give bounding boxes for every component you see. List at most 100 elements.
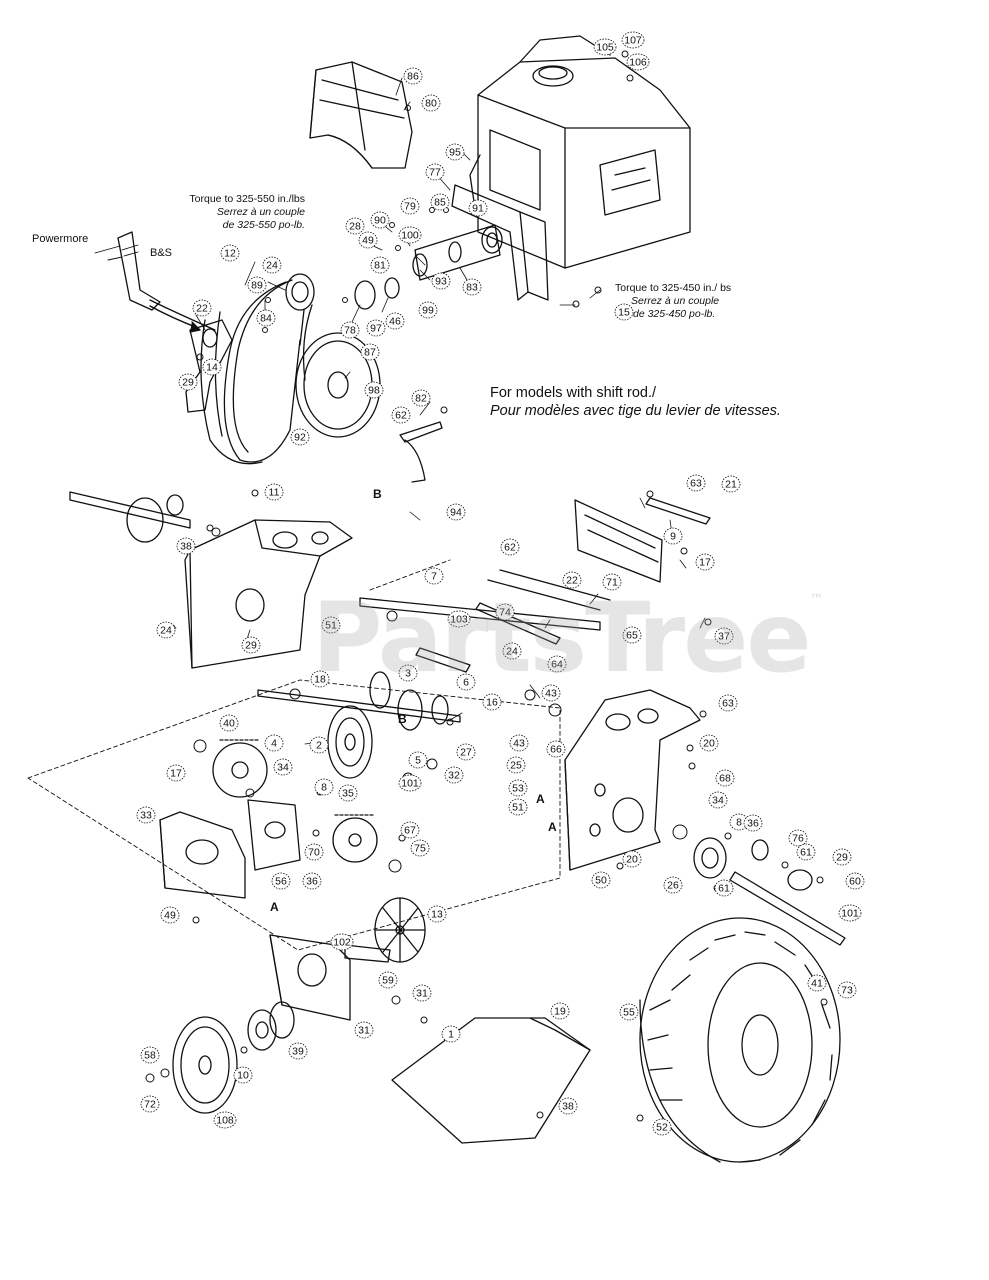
callout-95: 95 (445, 143, 465, 161)
callout-93: 93 (431, 272, 451, 290)
callout-75: 75 (410, 839, 430, 857)
callout-101b: 101 (838, 904, 862, 922)
callout-number: 43 (545, 688, 557, 700)
callout-24b: 24 (156, 621, 176, 639)
callout-number: 4 (271, 738, 277, 750)
callout-bubble (340, 321, 360, 339)
callout-number: 74 (499, 607, 511, 619)
callout-bubble (626, 53, 650, 71)
callout-bubble (360, 343, 380, 361)
callout-bubble (370, 256, 390, 274)
callout-number: 100 (401, 230, 419, 242)
callout-33: 33 (136, 806, 156, 824)
callout-bubble (718, 694, 738, 712)
callout-number: 81 (374, 260, 386, 272)
callout-99: 99 (418, 301, 438, 319)
callout-bubble (370, 211, 390, 229)
callout-5: 5 (408, 751, 428, 769)
housing (269, 934, 391, 1021)
callout-number: 17 (699, 557, 711, 569)
assembly-outline (27, 559, 561, 951)
callout-63: 63 (686, 474, 706, 492)
callout-number: 15 (618, 307, 630, 319)
callout-number: 37 (718, 631, 730, 643)
callout-31: 31 (412, 984, 432, 1002)
callout-number: 61 (800, 847, 812, 859)
axle (693, 837, 846, 946)
callout-40: 40 (219, 714, 239, 732)
callout-number: 99 (422, 305, 434, 317)
callout-number: 18 (314, 674, 326, 686)
bottom-plate (391, 1017, 591, 1144)
callout-49b: 49 (160, 906, 180, 924)
callout-67: 67 (400, 821, 420, 839)
callout-62: 62 (391, 406, 411, 424)
callout-number: 61 (718, 883, 730, 895)
callout-73: 73 (837, 981, 857, 999)
callout-number: 38 (562, 1101, 574, 1113)
callout-14: 14 (202, 358, 222, 376)
callout-bubble (686, 474, 706, 492)
callout-bubble (256, 309, 276, 327)
callout-35: 35 (338, 784, 358, 802)
callout-bubble (410, 839, 430, 857)
callout-bubble (622, 626, 642, 644)
callout-bubble (140, 1095, 160, 1113)
right-frame-plate (564, 689, 701, 871)
callout-number: 41 (811, 978, 823, 990)
callout-number: 101 (841, 908, 859, 920)
callout-108: 108 (213, 1111, 237, 1129)
callout-43: 43 (541, 684, 561, 702)
callout-number: 35 (342, 788, 354, 800)
powermore-label: Powermore (32, 233, 89, 245)
callout-10: 10 (233, 1066, 253, 1084)
callout-24c: 24 (502, 642, 522, 660)
callout-bubble (178, 373, 198, 391)
callout-bubble (708, 791, 728, 809)
callout-51: 51 (321, 616, 341, 634)
callout-78: 78 (340, 321, 360, 339)
callout-27: 27 (456, 743, 476, 761)
callout-bubble (508, 798, 528, 816)
callout-63b: 63 (718, 694, 738, 712)
torque-note-right-line2: Serrez à un couple (631, 295, 720, 307)
callout-number: 25 (510, 760, 522, 772)
callout-bubble (304, 843, 324, 861)
callout-bubble (358, 231, 378, 249)
callout-82: 82 (411, 389, 431, 407)
callout-number: 27 (460, 747, 472, 759)
callout-bubble (508, 779, 528, 797)
callout-bubble (541, 684, 561, 702)
callout-55: 55 (619, 1003, 639, 1021)
callout-number: 64 (551, 659, 563, 671)
callout-8: 8 (314, 778, 334, 796)
callout-number: 8 (736, 817, 742, 829)
torque-note-upper: Torque to 325-550 in./lbs Serrez à un co… (170, 193, 305, 232)
callout-number: 34 (712, 795, 724, 807)
callout-92: 92 (290, 428, 310, 446)
callout-97: 97 (366, 319, 386, 337)
callout-number: 94 (450, 507, 462, 519)
callout-105: 105 (593, 38, 617, 56)
callout-bubble (219, 714, 239, 732)
callout-bubble (176, 537, 196, 555)
callout-70: 70 (304, 843, 324, 861)
callout-number: 33 (140, 810, 152, 822)
callout-9: 9 (663, 527, 683, 545)
callout-number: 36 (306, 876, 318, 888)
callout-number: 89 (251, 280, 263, 292)
callout-bubble (264, 483, 284, 501)
callout-number: 49 (362, 235, 374, 247)
callout-bubble (398, 774, 422, 792)
callout-bubble (506, 756, 526, 774)
callout-number: 106 (629, 57, 647, 69)
callout-bubble (663, 527, 683, 545)
callout-101: 101 (398, 774, 422, 792)
callout-98: 98 (364, 381, 384, 399)
callout-bubble (310, 670, 330, 688)
callout-bubble (366, 319, 386, 337)
callout-36: 36 (302, 872, 322, 890)
callout-37: 37 (714, 627, 734, 645)
ref-letter-b-1: B (373, 487, 382, 501)
callout-bubble (262, 256, 282, 274)
